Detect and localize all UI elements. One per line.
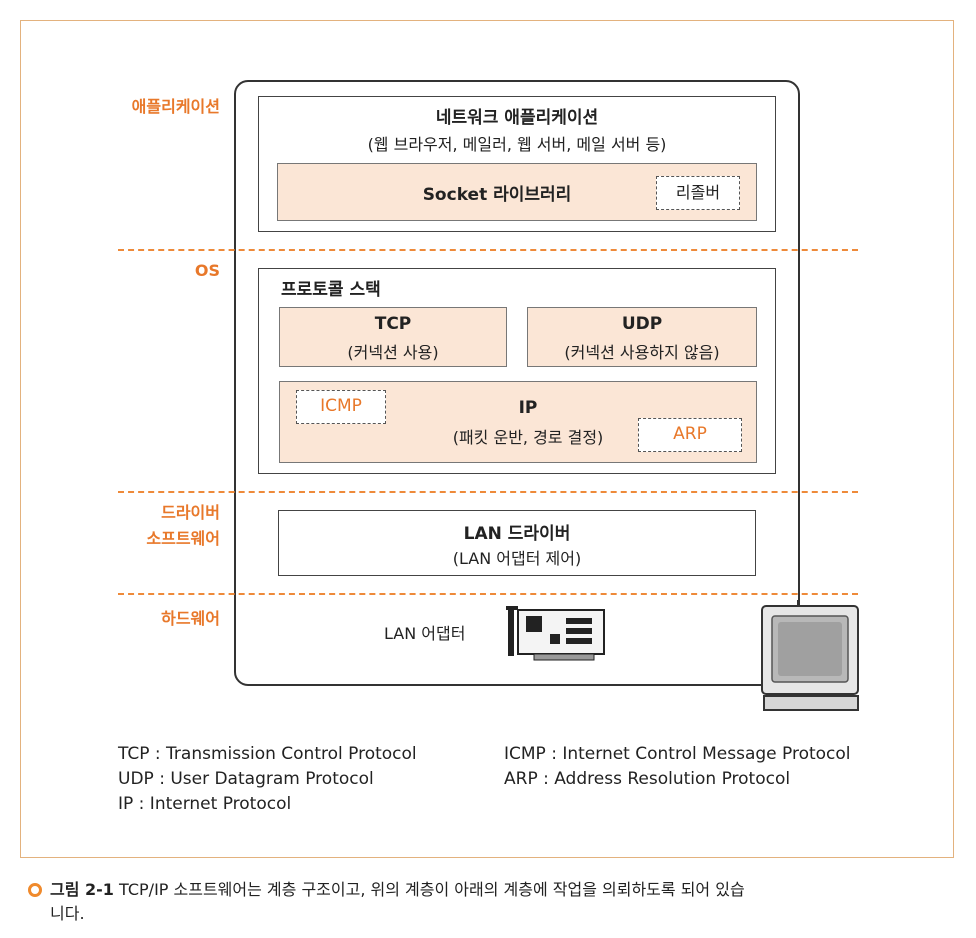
caption-text: TCP/IP 소프트웨어는 계층 구조이고, 위의 계층이 아래의 계층에 작업… — [119, 880, 745, 899]
layer-label-driver-line1: 드라이버 — [161, 503, 220, 522]
layer-label-driver: 드라이버 소프트웨어 — [100, 500, 220, 552]
network-application-box: 네트워크 애플리케이션 (웹 브라우저, 메일러, 웹 서버, 메일 서버 등)… — [258, 96, 776, 232]
udp-description: (커넥션 사용하지 않음) — [564, 343, 720, 362]
layer-separator-driver-hardware — [118, 593, 858, 595]
tcp-label: TCP — [374, 314, 412, 334]
figure-caption: 그림 2-1 TCP/IP 소프트웨어는 계층 구조이고, 위의 계층이 아래의… — [28, 878, 958, 926]
legend-icmp: ICMP : Internet Control Message Protocol — [504, 744, 851, 764]
legend-left: TCP : Transmission Control Protocol UDP … — [118, 742, 417, 817]
socket-library-box: Socket 라이브러리 리졸버 — [277, 163, 757, 221]
lan-driver-box: LAN 드라이버 (LAN 어댑터 제어) — [278, 510, 756, 576]
network-application-subtitle: (웹 브라우저, 메일러, 웹 서버, 메일 서버 등) — [367, 135, 667, 154]
legend-ip: IP : Internet Protocol — [118, 794, 292, 814]
caption-text-continued: 니다. — [50, 904, 85, 923]
udp-box: UDP (커넥션 사용하지 않음) — [527, 307, 757, 367]
legend-tcp: TCP : Transmission Control Protocol — [118, 744, 417, 764]
legend-right: ICMP : Internet Control Message Protocol… — [504, 742, 851, 792]
legend-udp: UDP : User Datagram Protocol — [118, 769, 374, 789]
udp-label: UDP — [621, 314, 663, 334]
arp-box: ARP — [638, 418, 742, 452]
legend-arp: ARP : Address Resolution Protocol — [504, 769, 791, 789]
caption-label: 그림 2-1 — [50, 880, 114, 899]
tcp-description: (커넥션 사용) — [347, 343, 439, 362]
figure-frame — [20, 20, 954, 858]
lan-driver-title: LAN 드라이버 — [463, 524, 571, 544]
layer-label-hardware: 하드웨어 — [161, 609, 220, 628]
resolver-box: 리졸버 — [656, 176, 740, 210]
layer-label-application: 애플리케이션 — [131, 97, 220, 116]
layer-label-os: OS — [194, 261, 220, 280]
monitor-icon — [761, 600, 859, 711]
ip-description: (패킷 운반, 경로 결정) — [452, 428, 604, 447]
lan-adapter-label: LAN 어댑터 — [384, 624, 466, 643]
ip-box: IP (패킷 운반, 경로 결정) ICMP ARP — [279, 381, 757, 463]
layer-separator-os-driver — [118, 491, 858, 493]
lan-driver-subtitle: (LAN 어댑터 제어) — [452, 549, 582, 568]
ip-label: IP — [518, 398, 538, 418]
socket-library-label: Socket 라이브러리 — [422, 185, 572, 205]
lan-adapter-card-icon — [506, 606, 605, 661]
protocol-stack-box: 프로토콜 스택 TCP (커넥션 사용) UDP (커넥션 사용하지 않음) I… — [258, 268, 776, 474]
tcp-box: TCP (커넥션 사용) — [279, 307, 507, 367]
protocol-stack-title: 프로토콜 스택 — [281, 280, 381, 300]
layer-label-driver-line2: 소프트웨어 — [146, 529, 220, 548]
network-application-title: 네트워크 애플리케이션 — [435, 108, 599, 128]
layer-separator-app-os — [118, 249, 858, 251]
icmp-box: ICMP — [296, 390, 386, 424]
caption-marker-icon — [28, 883, 42, 897]
